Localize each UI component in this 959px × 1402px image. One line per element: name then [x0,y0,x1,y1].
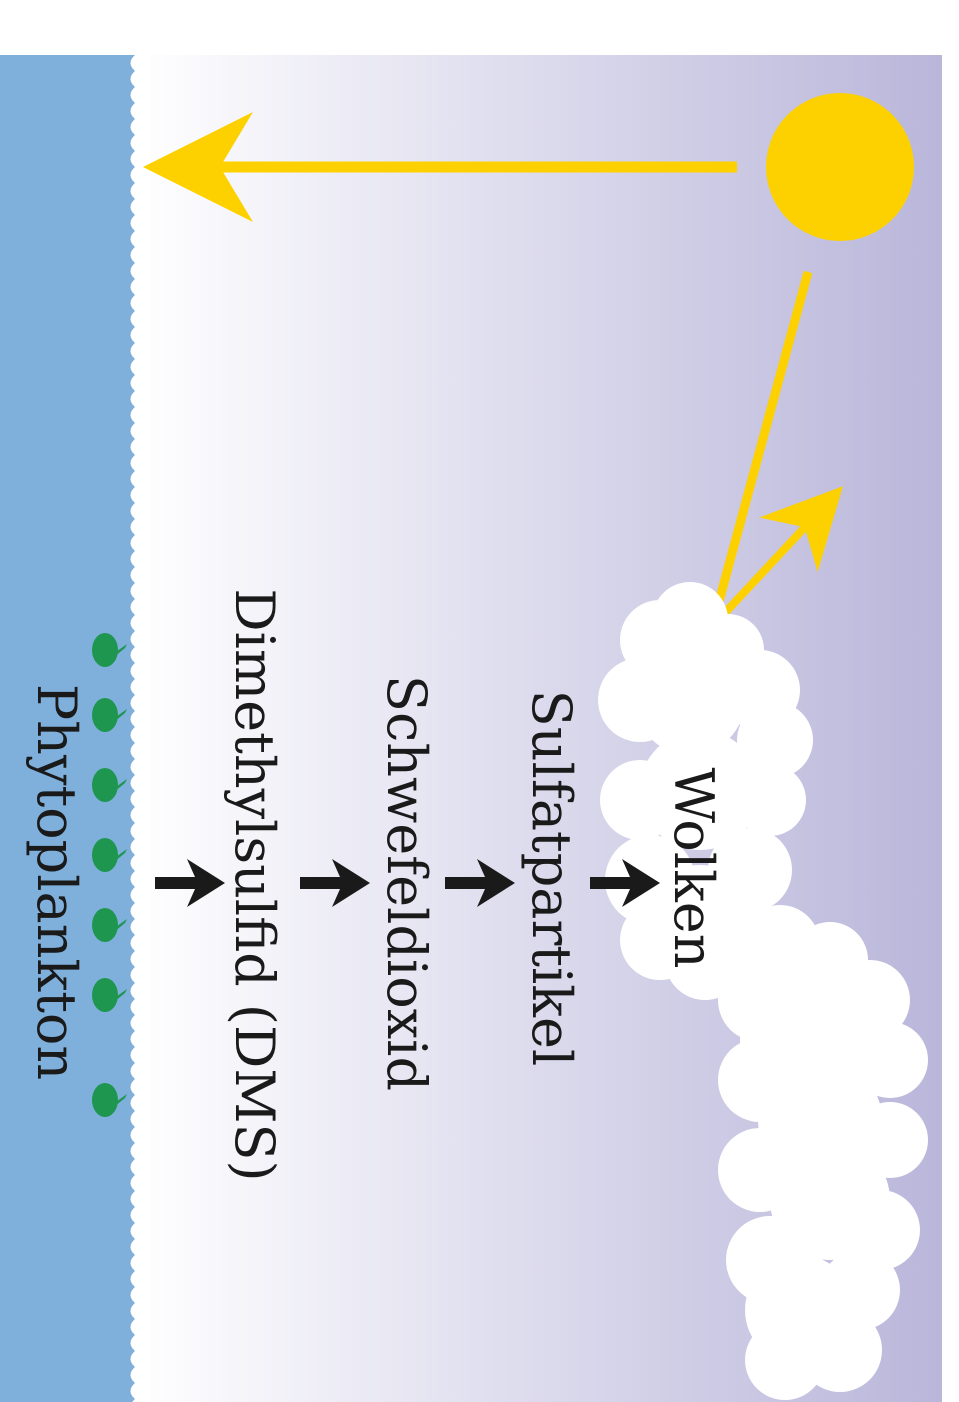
process-arrow [300,859,370,907]
cloud-icon [598,582,813,1000]
process-arrow [590,859,660,907]
plankton-icon [92,838,127,872]
phytoplankton-label: Phytoplankton [25,684,88,1080]
cloud-puff [798,1308,882,1392]
plankton-icon [92,978,127,1012]
cloud-puff [737,702,813,778]
sulfur-dioxide-label: Schwefeldioxid [375,675,438,1091]
cloud-puff [600,760,680,840]
sulfate-particles-label: Sulfatpartikel [520,690,583,1066]
cloud-icon [718,905,928,1400]
process-arrow [445,859,515,907]
plankton-icon [92,908,127,942]
plankton-icon [92,1083,127,1117]
dms-label: Dimethylsulfid (DMS) [223,588,286,1181]
plankton-icon [92,633,127,667]
cloud-reflection-arrow [719,486,843,619]
process-arrow [155,859,225,907]
cloud-puff [635,645,745,755]
phytoplankton-group [92,633,127,1117]
incoming-sunlight-ray [709,270,813,622]
sun-icon [766,93,914,241]
cloud-puff [734,764,806,836]
plankton-icon [92,768,127,802]
plankton-icon [92,698,127,732]
cloud-puff [852,1022,928,1098]
clouds-label: Wolken [662,767,725,968]
